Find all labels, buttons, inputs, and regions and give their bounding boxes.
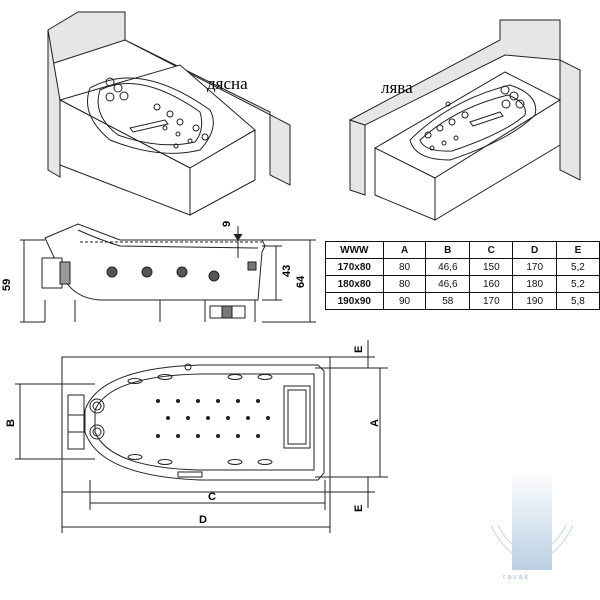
table-cell: 80 bbox=[382, 275, 427, 293]
table-cell: 170 bbox=[469, 292, 514, 310]
table-header: A bbox=[382, 241, 427, 259]
dim-A: A bbox=[369, 419, 381, 427]
table-cell: 160 bbox=[469, 275, 514, 293]
table-cell: 58 bbox=[425, 292, 471, 310]
dim-C: C bbox=[208, 491, 216, 503]
dim-B: B bbox=[5, 419, 17, 427]
table-cell: 180 bbox=[512, 275, 557, 293]
label-right: дясна bbox=[207, 74, 248, 93]
dim-64: 64 bbox=[295, 275, 307, 288]
table-cell: 90 bbox=[382, 292, 427, 310]
tub-3d-left bbox=[348, 19, 581, 221]
label-left: лява bbox=[381, 78, 413, 97]
table-header: C bbox=[469, 241, 514, 259]
plan-view bbox=[15, 340, 388, 533]
water-drop-logo-icon bbox=[490, 470, 574, 570]
table-cell: 170 bbox=[512, 258, 557, 276]
table-cell: 180x80 bbox=[325, 275, 384, 293]
table-cell: 80 bbox=[382, 258, 427, 276]
dim-59: 59 bbox=[1, 279, 13, 291]
table-row: 180x80 80 46,6 160 180 5,2 bbox=[325, 275, 600, 293]
side-elevation bbox=[20, 223, 316, 323]
table-header: B bbox=[425, 241, 471, 259]
dim-43: 43 bbox=[281, 265, 293, 277]
table-cell: 190x90 bbox=[325, 292, 384, 310]
dim-E-bottom: E bbox=[353, 505, 365, 512]
table-header: WWW bbox=[325, 241, 384, 259]
table-header: E bbox=[555, 241, 600, 259]
table-cell: 5,2 bbox=[555, 275, 600, 293]
dim-E-top: E bbox=[353, 346, 365, 353]
logo-text: ravak bbox=[503, 574, 531, 581]
table-row: 190x90 90 58 170 190 5,8 bbox=[325, 292, 600, 310]
dim-9: 9 bbox=[221, 221, 233, 227]
table-cell: 5,8 bbox=[555, 292, 600, 310]
table-row: 170x80 80 46,6 150 170 5,2 bbox=[325, 258, 600, 276]
dimensions-table: WWW A B C D E 170x80 80 46,6 150 170 5,2… bbox=[325, 241, 600, 310]
table-cell: 5,2 bbox=[555, 258, 600, 276]
table-cell: 170x80 bbox=[325, 258, 384, 276]
dim-D: D bbox=[199, 514, 207, 526]
table-header: D bbox=[512, 241, 557, 259]
table-cell: 190 bbox=[512, 292, 557, 310]
table-cell: 150 bbox=[469, 258, 514, 276]
table-header-row: WWW A B C D E bbox=[325, 241, 600, 259]
table-cell: 46,6 bbox=[425, 275, 471, 293]
table-cell: 46,6 bbox=[425, 258, 471, 276]
tub-3d-right bbox=[47, 11, 291, 216]
